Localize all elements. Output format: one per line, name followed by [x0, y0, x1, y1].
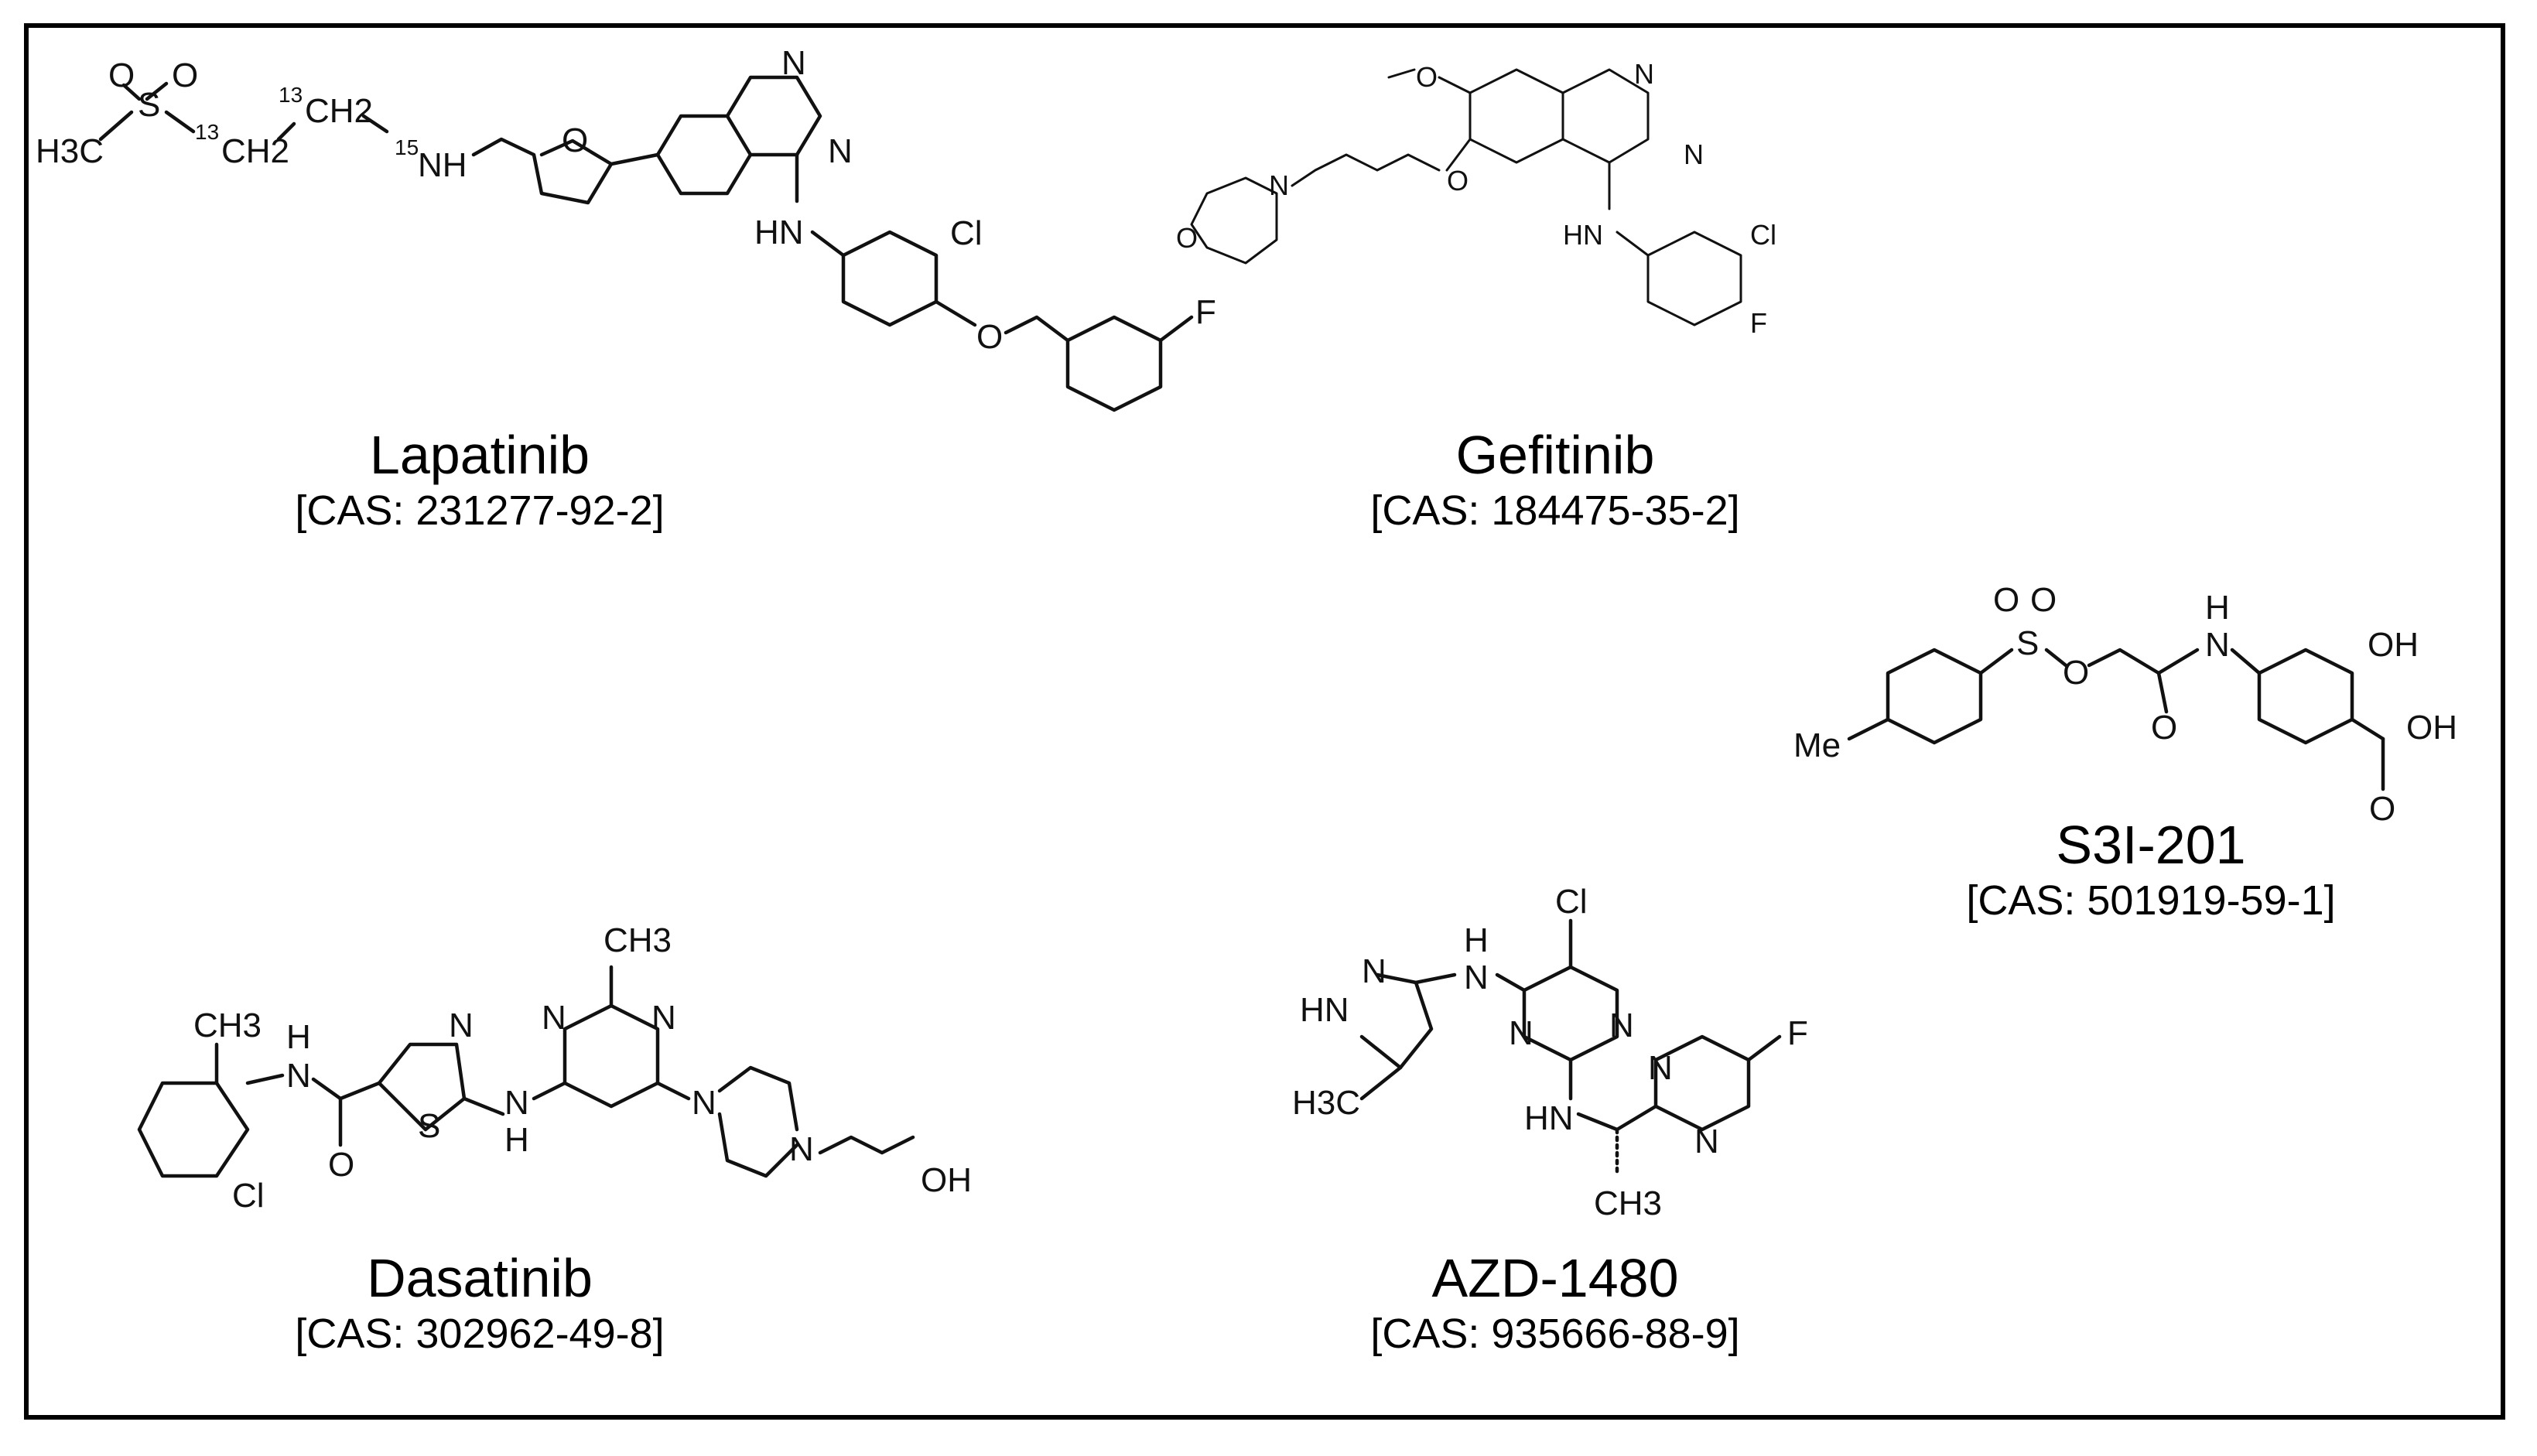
gefitinib-ether-o: O	[1447, 165, 1469, 197]
azd1480-h3c: H3C	[1292, 1084, 1360, 1122]
dasatinib-oh: OH	[921, 1161, 972, 1199]
gefitinib-caption: Gefitinib [CAS: 184475-35-2]	[1323, 424, 1787, 535]
s3i201-structure: Me O O S O O H N OH OH O	[1793, 581, 2457, 828]
azd1480-ch3: CH3	[1594, 1184, 1662, 1222]
s3i201-acid-oh: OH	[2406, 709, 2457, 747]
s3i201-s: S	[2016, 624, 2039, 662]
gefitinib-n1: N	[1634, 58, 1654, 90]
s3i201-n: N	[2205, 626, 2230, 664]
dasatinib-carbonyl-o: O	[328, 1146, 354, 1184]
dasatinib-name: Dasatinib	[367, 1248, 593, 1308]
dasatinib-structure: CH3 Cl H N O N S N H N N CH3 N N OH	[137, 921, 972, 1215]
gefitinib-structure: O N N O N O HN Cl F	[1176, 58, 1776, 339]
dasatinib-thiazole-s: S	[418, 1107, 440, 1145]
gefitinib-hn: HN	[1563, 219, 1603, 251]
gefitinib-cl: Cl	[1750, 219, 1776, 251]
dasatinib-thiazole-n: N	[449, 1007, 474, 1044]
azd1480-h: H	[1464, 921, 1489, 959]
s3i201-oh: OH	[2368, 626, 2419, 664]
lapatinib-name: Lapatinib	[369, 425, 590, 485]
s3i201-o1: O	[1993, 581, 2019, 619]
lapatinib-o2: O	[172, 56, 198, 94]
azd1480-structure: H N N HN H3C Cl N N HN CH3 N N F	[1292, 883, 1808, 1222]
s3i201-acid-o: O	[2369, 790, 2395, 828]
lapatinib-h3c: H3C	[36, 132, 104, 170]
lapatinib-furan-o: O	[562, 121, 588, 159]
s3i201-caption: S3I-201 [CAS: 501919-59-1]	[1919, 814, 2383, 925]
lapatinib-caption: Lapatinib [CAS: 231277-92-2]	[248, 424, 712, 535]
azd1480-pz-n2: N	[1362, 952, 1386, 990]
lapatinib-cas: [CAS: 231277-92-2]	[295, 487, 665, 534]
dasatinib-ch3b: CH3	[603, 921, 672, 959]
s3i201-o2: O	[2030, 581, 2057, 619]
s3i201-name: S3I-201	[2056, 815, 2246, 875]
s3i201-h: H	[2205, 589, 2230, 627]
s3i201-ester-o: O	[2063, 654, 2089, 692]
dasatinib-nh-h: H	[504, 1121, 529, 1159]
s3i201-carbonyl-o: O	[2151, 709, 2177, 747]
dasatinib-ch3a: CH3	[193, 1007, 262, 1044]
figure-frame	[24, 23, 2505, 1420]
azd1480-pz-hn: HN	[1300, 991, 1349, 1029]
s3i201-me: Me	[1793, 726, 1841, 764]
dasatinib-pip-n2: N	[789, 1130, 814, 1168]
lapatinib-cl: Cl	[950, 214, 983, 252]
dasatinib-h: H	[286, 1018, 311, 1056]
azd1480-fp-n3: N	[1694, 1123, 1719, 1160]
gefitinib-name: Gefitinib	[1455, 425, 1655, 485]
lapatinib-nh: NH	[418, 146, 467, 184]
lapatinib-f: F	[1195, 293, 1216, 331]
dasatinib-cas: [CAS: 302962-49-8]	[295, 1311, 665, 1357]
lapatinib-n1: N	[781, 44, 806, 82]
lapatinib-n3: N	[828, 132, 853, 170]
dasatinib-cl: Cl	[232, 1177, 265, 1215]
azd1480-fp-n1: N	[1648, 1049, 1673, 1087]
azd1480-cl: Cl	[1555, 883, 1588, 921]
dasatinib-nh: N	[504, 1084, 529, 1122]
gefitinib-morph-n: N	[1269, 169, 1289, 201]
lapatinib-iso15: 15	[395, 135, 419, 159]
s3i201-cas: [CAS: 501919-59-1]	[1966, 877, 2336, 924]
lapatinib-structure: O O S H3C 13 CH2 13 CH2 15 NH O N N HN C…	[36, 44, 1216, 412]
lapatinib-hn: HN	[754, 214, 804, 251]
lapatinib-ether-o: O	[976, 318, 1003, 356]
azd1480-pm-n1: N	[1609, 1007, 1634, 1044]
gefitinib-f: F	[1750, 307, 1767, 339]
dasatinib-amide-n: N	[286, 1057, 311, 1095]
gefitinib-morph-o: O	[1176, 222, 1198, 254]
dasatinib-pip-n1: N	[692, 1084, 716, 1122]
lapatinib-ch2b: CH2	[305, 92, 373, 130]
dasatinib-pyr-n1: N	[542, 999, 566, 1037]
azd1480-name: AZD-1480	[1431, 1248, 1679, 1308]
gefitinib-n3: N	[1684, 138, 1704, 170]
gefitinib-ome-o: O	[1416, 61, 1438, 93]
dasatinib-caption: Dasatinib [CAS: 302962-49-8]	[248, 1247, 712, 1359]
dasatinib-pyr-n2: N	[651, 999, 676, 1037]
azd1480-caption: AZD-1480 [CAS: 935666-88-9]	[1323, 1247, 1787, 1359]
azd1480-link-n: N	[1464, 959, 1489, 996]
lapatinib-iso13b: 13	[279, 83, 303, 107]
lapatinib-o1: O	[108, 56, 135, 94]
azd1480-pm-n3: N	[1509, 1014, 1533, 1052]
lapatinib-iso13a: 13	[195, 120, 219, 144]
azd1480-cas: [CAS: 935666-88-9]	[1370, 1311, 1740, 1357]
azd1480-f: F	[1787, 1014, 1808, 1052]
gefitinib-cas: [CAS: 184475-35-2]	[1370, 487, 1740, 534]
azd1480-hn: HN	[1524, 1099, 1574, 1137]
